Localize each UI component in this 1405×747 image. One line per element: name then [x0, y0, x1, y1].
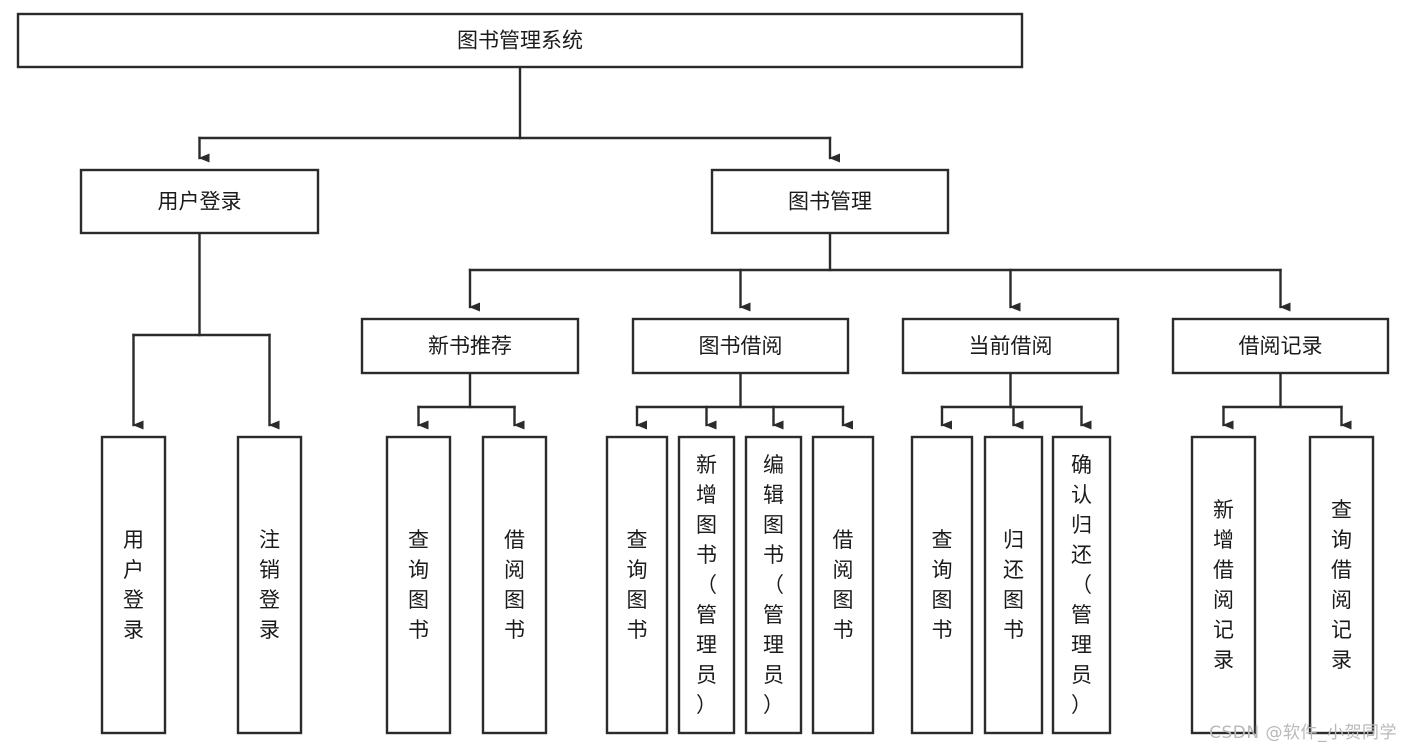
node-box-l-query-book-2[interactable] — [605, 435, 669, 735]
node-box-n-book-mgmt[interactable] — [710, 168, 950, 235]
node-box-l-borrow-book-1[interactable] — [481, 435, 548, 735]
node-label-l-user-logout: 注销登录 — [259, 528, 280, 642]
node-label-l-query-book-3: 查询图书 — [932, 528, 953, 642]
node-box-l-edit-book[interactable] — [744, 435, 803, 735]
node-label-l-borrow-book-2: 借阅图书 — [833, 528, 854, 642]
node-label-l-user-login: 用户登录 — [123, 528, 144, 642]
node-box-n-current-borrow[interactable] — [901, 317, 1120, 375]
node-box-l-confirm-return[interactable] — [1051, 435, 1112, 735]
connector-layer — [132, 65, 1352, 430]
node-label-n-book-borrow: 图书借阅 — [699, 334, 783, 358]
node-box-l-user-logout[interactable] — [236, 435, 303, 735]
node-box-l-user-login[interactable] — [100, 435, 167, 735]
node-box-root[interactable] — [16, 12, 1024, 69]
node-box-layer — [16, 12, 1390, 735]
node-label-l-query-book-2: 查询图书 — [627, 528, 648, 642]
node-label-l-confirm-return: 确认归还（管理员） — [1071, 453, 1092, 717]
node-label-l-add-record: 新增借阅记录 — [1213, 498, 1234, 672]
node-box-l-return-book[interactable] — [983, 435, 1044, 735]
node-box-l-query-book-3[interactable] — [910, 435, 974, 735]
node-label-l-add-book: 新增图书（管理员） — [696, 453, 717, 717]
node-label-n-user-login: 用户登录 — [158, 190, 242, 214]
node-label-n-book-mgmt: 图书管理 — [788, 190, 872, 214]
node-label-layer: 图书管理系统用户登录图书管理新书推荐图书借阅当前借阅借阅记录用户登录注销登录查询… — [123, 29, 1352, 718]
node-label-root: 图书管理系统 — [457, 29, 583, 53]
node-label-l-query-record: 查询借阅记录 — [1331, 498, 1352, 672]
node-label-l-query-book-1: 查询图书 — [408, 528, 429, 642]
node-box-n-book-borrow[interactable] — [631, 317, 850, 375]
node-box-l-add-record[interactable] — [1190, 435, 1257, 735]
node-box-n-borrow-record[interactable] — [1171, 317, 1390, 375]
node-box-l-borrow-book-2[interactable] — [811, 435, 875, 735]
node-label-n-current-borrow: 当前借阅 — [969, 334, 1053, 358]
node-label-l-borrow-book-1: 借阅图书 — [504, 528, 525, 642]
node-label-n-new-book-rec: 新书推荐 — [428, 334, 512, 358]
node-label-n-borrow-record: 借阅记录 — [1239, 334, 1323, 358]
watermark-label: CSDN @软件_小贺同学 — [1209, 723, 1397, 743]
node-box-n-new-book-rec[interactable] — [360, 317, 580, 375]
node-box-l-add-book[interactable] — [677, 435, 736, 735]
node-box-l-query-book-1[interactable] — [385, 435, 452, 735]
node-box-n-user-login[interactable] — [79, 168, 320, 235]
node-label-l-edit-book: 编辑图书（管理员） — [763, 453, 784, 717]
node-label-l-return-book: 归还图书 — [1003, 528, 1024, 642]
node-box-l-query-record[interactable] — [1308, 435, 1375, 735]
